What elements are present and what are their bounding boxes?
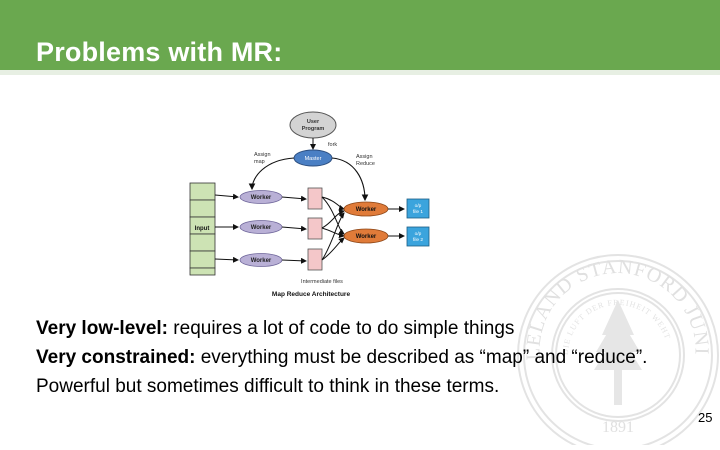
page-number: 25 — [698, 410, 713, 425]
assign-reduce-label-1: Assign — [356, 154, 373, 160]
title-bar — [0, 0, 720, 70]
output-file-2-label-1: o/p — [415, 231, 422, 237]
input-label: Input — [195, 226, 210, 232]
stanford-seal-watermark: LELAND STANFORD JUNIOR UNIVERSITY DIE LU… — [510, 240, 719, 445]
fork-label: fork — [328, 142, 337, 148]
map-worker-3-label: Worker — [251, 258, 272, 264]
map-worker-1-label: Worker — [251, 195, 272, 201]
input-blocks — [189, 182, 216, 276]
tree-icon — [594, 300, 642, 405]
user-program-label-1: User — [307, 119, 320, 125]
diagram-caption: Map Reduce Architecture — [272, 291, 351, 298]
seal-year: 1891 — [602, 419, 634, 436]
assign-map-label-2: map — [254, 159, 265, 165]
bullet-low-level: Very low-level: requires a lot of code t… — [36, 314, 696, 343]
slide-body: Very low-level: requires a lot of code t… — [36, 314, 696, 401]
reduce-worker-2-label: Worker — [356, 234, 377, 240]
reduce-worker-1-label: Worker — [356, 207, 377, 213]
low-level-heading: Very low-level: — [36, 318, 169, 339]
output-file-2 — [406, 226, 430, 247]
assign-map-label-1: Assign — [254, 152, 271, 158]
constrained-text: everything must be described as “map” an… — [36, 347, 648, 397]
slide-title: Problems with MR: — [36, 37, 283, 67]
constrained-heading: Very constrained: — [36, 347, 196, 368]
output-file-1-label-1: o/p — [415, 203, 422, 209]
output-file-2-label-2: file 2 — [413, 237, 423, 243]
user-program-node — [289, 111, 337, 139]
intermediate-files-label: Intermediate files — [301, 279, 343, 285]
user-program-label-2: Program — [302, 126, 325, 132]
map-worker-2-label: Worker — [251, 225, 272, 231]
low-level-text: requires a lot of code to do simple thin… — [168, 318, 515, 339]
master-label: Master — [305, 156, 322, 162]
output-file-1 — [406, 198, 430, 219]
mapreduce-architecture-diagram: User Program fork Master Assign map Assi… — [189, 111, 430, 298]
output-file-1-label-2: file 1 — [413, 209, 423, 215]
bullet-constrained: Very constrained: everything must be des… — [36, 343, 696, 401]
assign-reduce-label-2: Reduce — [356, 161, 375, 167]
title-bar-underline — [0, 70, 720, 75]
intermediate-files — [307, 187, 323, 271]
